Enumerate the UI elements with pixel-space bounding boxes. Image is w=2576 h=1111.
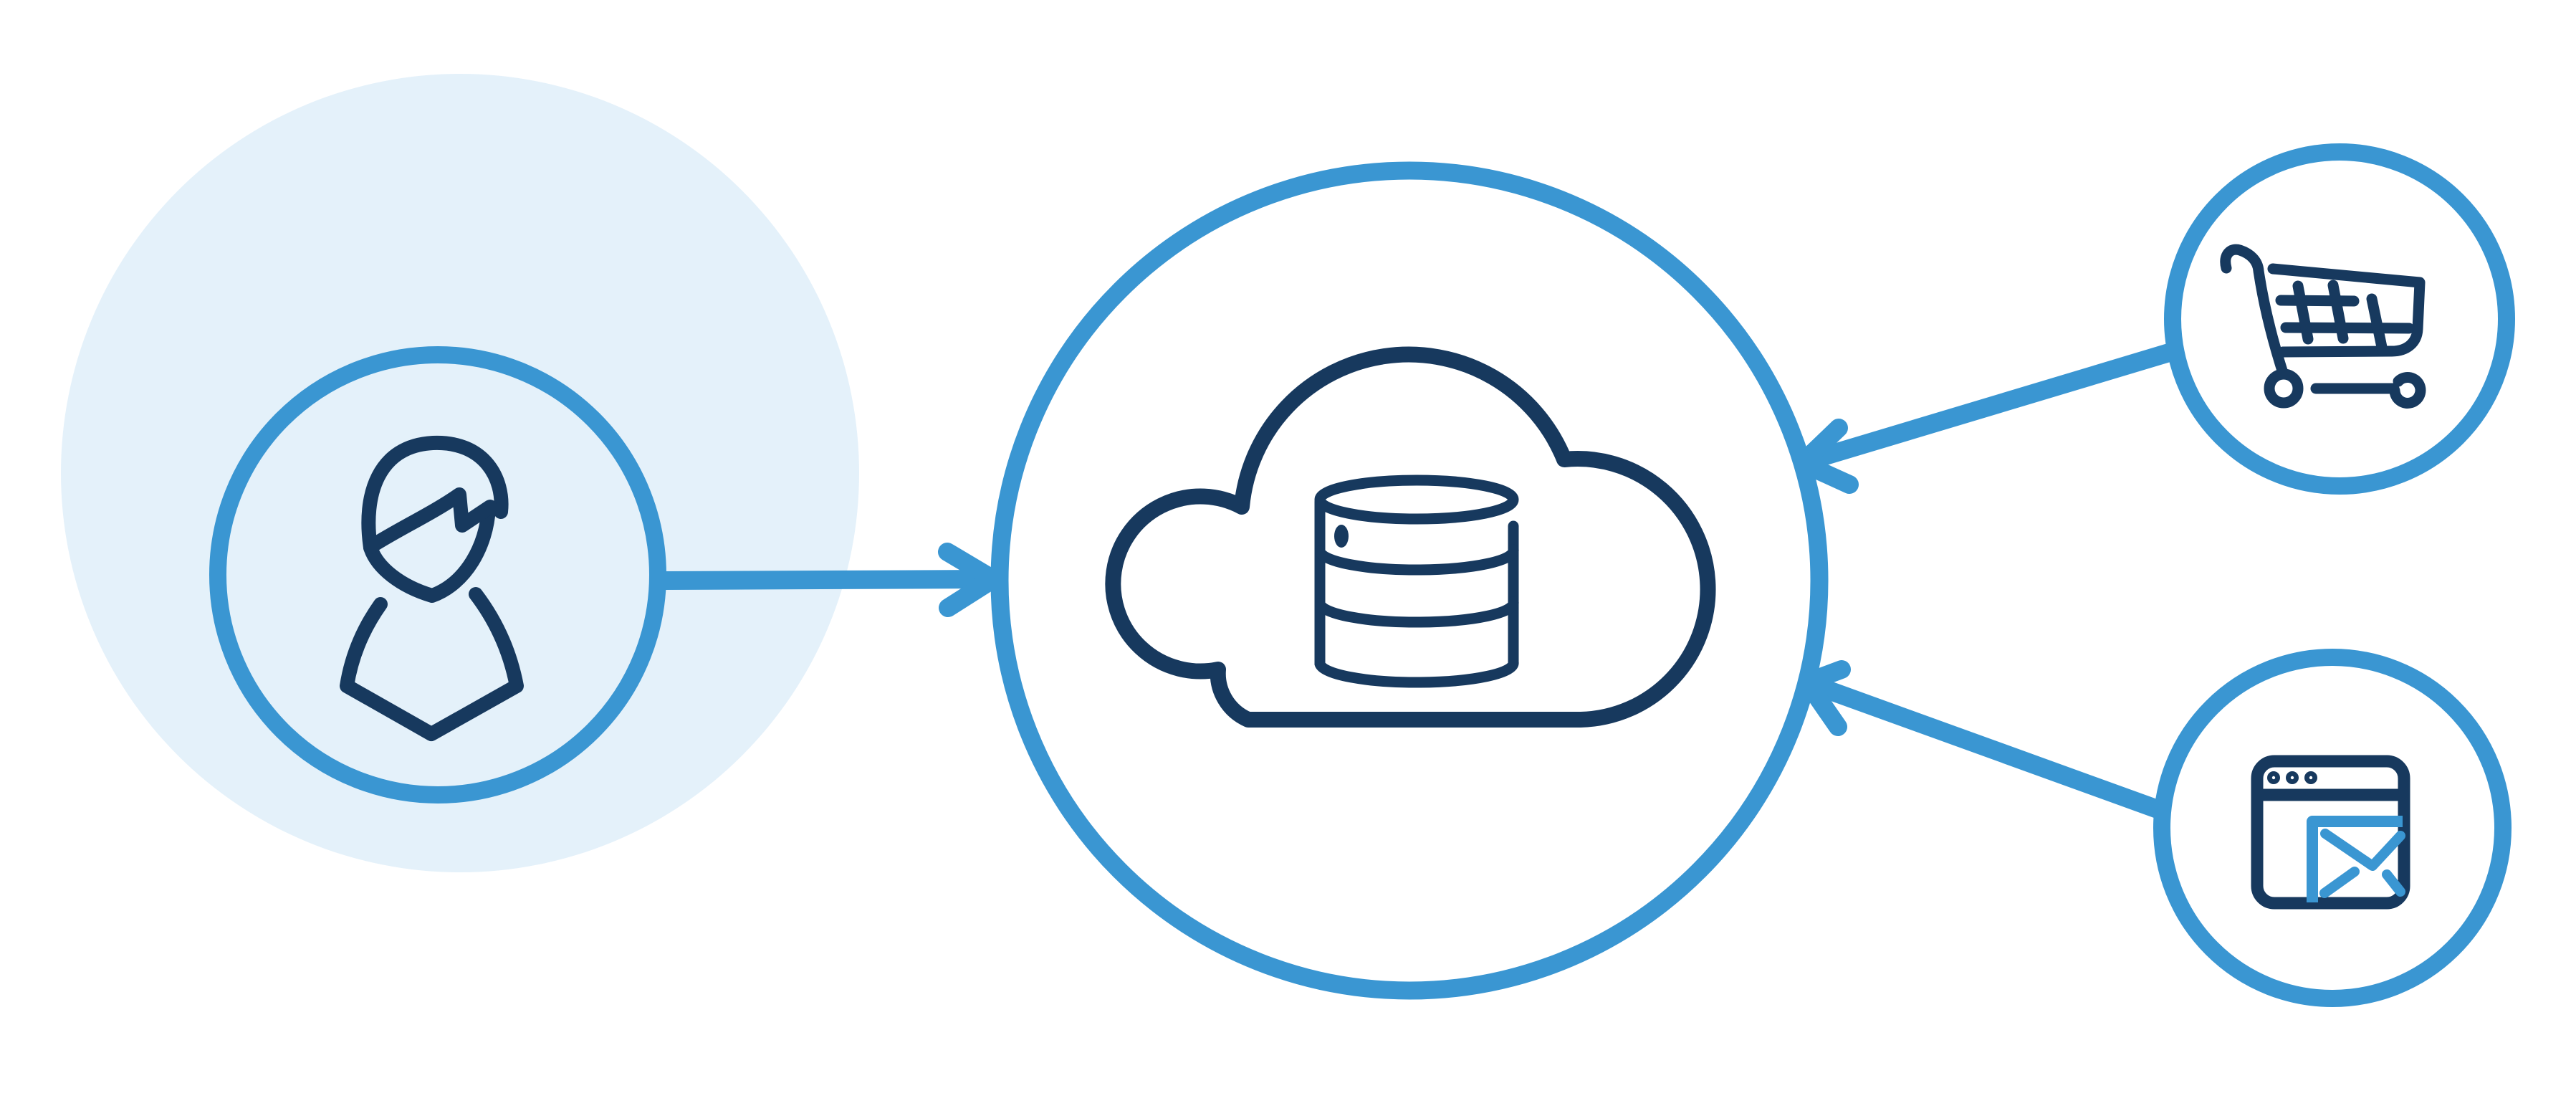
shopping-cart-node	[2164, 143, 2515, 495]
cart-grid-h1	[2275, 295, 2360, 307]
email-panel	[2307, 816, 2403, 902]
cart-handle	[2220, 244, 2289, 378]
arrow-browser-to-cloud	[1798, 660, 2167, 819]
cart-grid-v1	[2292, 280, 2314, 345]
email-fold-left	[2319, 867, 2360, 898]
arrow-user-to-cloud	[654, 543, 1002, 617]
cart-grid-v3	[2366, 293, 2388, 356]
cart-basket	[2267, 263, 2426, 358]
arrow-cart-to-cloud	[1793, 341, 2185, 494]
browser-email-icon	[2251, 755, 2410, 910]
user-icon	[340, 435, 524, 741]
arrow-cart-to-cloud-shaft	[1799, 341, 2185, 470]
database-band-2	[1314, 596, 1519, 628]
email-flap	[2320, 829, 2405, 871]
user-node	[209, 346, 666, 804]
browser-window	[2251, 755, 2410, 910]
browser-email-node-ring	[2153, 649, 2512, 1007]
browser-dot-3-pin	[2309, 776, 2313, 780]
shopping-cart-icon	[2220, 244, 2426, 409]
arrow-user-to-cloud-shaft	[654, 570, 997, 590]
user-node-ring	[209, 346, 666, 804]
user-face-outline	[363, 501, 496, 603]
cart-grid-v2	[2327, 280, 2349, 344]
email-fold-right	[2382, 869, 2405, 897]
database-bottom-arc	[1314, 657, 1519, 688]
cloud-database-node	[990, 161, 1829, 1000]
browser-dot-2-pin	[2290, 776, 2294, 780]
cloud-database-icon	[1105, 346, 1716, 728]
arrow-browser-to-cloud-shaft	[1804, 675, 2167, 819]
cloud-outline	[1105, 346, 1716, 728]
user-hair-swoosh	[363, 487, 497, 554]
database-indicator-dot	[1334, 525, 1349, 548]
arrow-user-to-cloud-head	[938, 543, 1002, 617]
cart-right-wheel	[2389, 371, 2426, 409]
user-head-outline	[361, 435, 509, 555]
cart-left-wheel	[2264, 368, 2304, 409]
browser-email-node	[2153, 649, 2512, 1007]
database-band-1	[1314, 544, 1519, 576]
user-halo	[61, 74, 859, 872]
user-shoulders	[340, 587, 524, 741]
browser-dot-1-pin	[2271, 776, 2276, 780]
